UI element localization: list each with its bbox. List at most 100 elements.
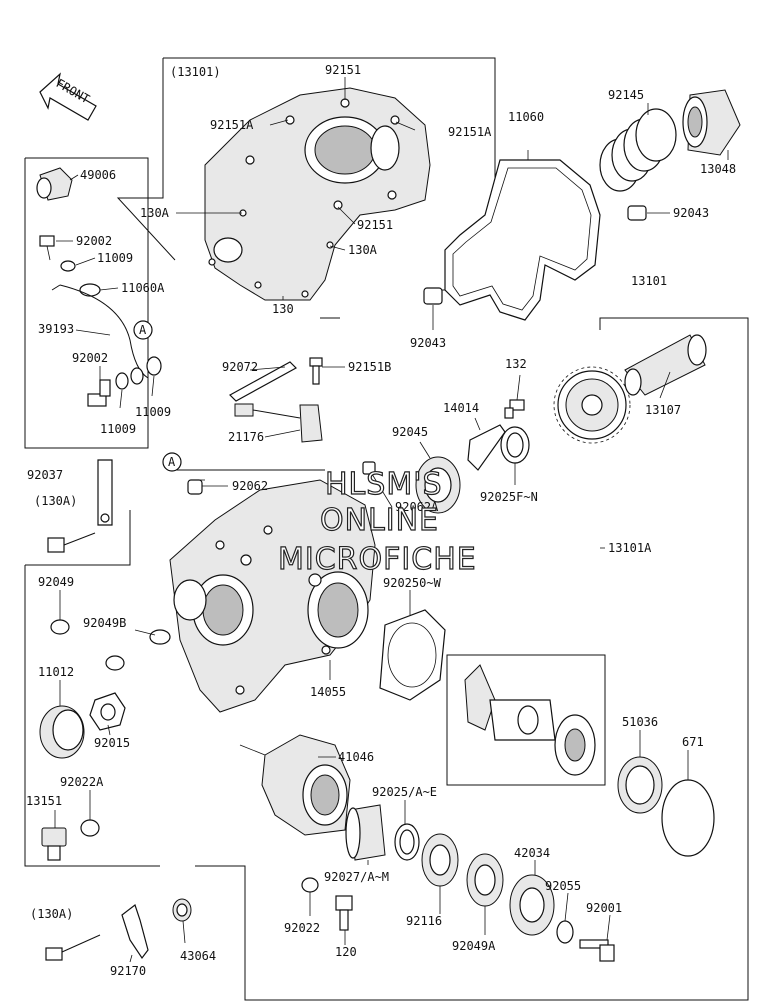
label-14014: 14014 <box>443 401 479 415</box>
dowel-92043-lower <box>423 287 443 305</box>
front-direction-arrow: FRONT <box>39 72 97 121</box>
label-92025AE: 92025/A~E <box>372 785 437 799</box>
washer-92049 <box>50 619 70 635</box>
washers-11009-lower <box>115 356 162 390</box>
leader-lines <box>54 77 729 963</box>
gear-13101 <box>553 366 631 444</box>
label-92025FN: 92025F~N <box>480 490 538 504</box>
label-92045: 92045 <box>392 425 428 439</box>
watermark-line-3: MICROFICHE <box>278 542 477 577</box>
label-92062: 92062 <box>232 479 268 493</box>
label-92170: 92170 <box>110 964 146 978</box>
label-92151B: 92151B <box>348 360 391 374</box>
plug-92062A <box>362 461 376 475</box>
label-92001: 92001 <box>586 901 622 915</box>
ref-a-label-upper: A <box>139 323 147 337</box>
label-11060A: 11060A <box>121 281 165 295</box>
seal-92025FN <box>500 426 530 464</box>
collar-92027AM <box>345 804 386 861</box>
washer-92022A <box>80 819 100 837</box>
label-42034: 42034 <box>514 846 550 860</box>
oring-671 <box>661 779 715 857</box>
label-41046: 41046 <box>338 750 374 764</box>
sensor-21176 <box>234 403 323 443</box>
gasket-11060 <box>444 159 601 321</box>
label-132: 132 <box>505 357 527 371</box>
plate-14014 <box>467 424 506 471</box>
label-49006: 49006 <box>80 168 116 182</box>
bearing-92116 <box>421 833 459 887</box>
washer-92049B <box>105 629 171 671</box>
label-92002-upper: 92002 <box>76 234 112 248</box>
label-92043-upper: 92043 <box>673 206 709 220</box>
label-11060: 11060 <box>508 110 544 124</box>
bearing-92049A <box>466 853 504 907</box>
label-92027AM: 92027/A~M <box>324 870 389 884</box>
gear-case-14055 <box>169 479 376 713</box>
label-11009-lower-a: 11009 <box>135 405 171 419</box>
label-13101-group: (13101) <box>170 65 221 79</box>
watermark-line-1: HLSM'S <box>325 467 443 502</box>
cap-43064 <box>172 898 192 922</box>
housing-41046 <box>261 734 351 836</box>
bolt-120 <box>335 895 353 931</box>
label-13101A: 13101A <box>608 541 652 555</box>
clamp-92170 <box>121 904 149 960</box>
group-frames <box>24 57 749 1001</box>
label-130A-right: 130A <box>348 243 378 257</box>
bolt-130A-low <box>45 934 101 961</box>
oil-seal-92045 <box>415 456 461 514</box>
bolt-92002-lower <box>87 379 111 407</box>
part-labels: (13101) 92151 92151A 92151A 130A 92151 1… <box>26 63 736 978</box>
ref-circle-a-lower: A <box>162 452 182 472</box>
label-671: 671 <box>682 735 704 749</box>
seal-51036 <box>617 756 663 814</box>
dowel-92043-upper <box>627 205 647 221</box>
switch-13151 <box>41 827 67 861</box>
label-11009-lower-b: 11009 <box>100 422 136 436</box>
label-92002-lower: 92002 <box>72 351 108 365</box>
gasket-11060A <box>79 283 101 297</box>
band-92072 <box>229 361 297 402</box>
oring-92055 <box>556 920 574 944</box>
label-11012: 11012 <box>38 665 74 679</box>
label-43064: 43064 <box>180 949 216 963</box>
label-130: 130 <box>272 302 294 316</box>
watermark: HLSM'S ONLINE MICROFICHE <box>277 466 477 577</box>
label-92062A: 92062A <box>395 500 439 514</box>
pinion-13107 <box>624 334 707 396</box>
label-13107: 13107 <box>645 403 681 417</box>
label-92049: 92049 <box>38 575 74 589</box>
cap-49006 <box>36 167 73 201</box>
label-130A-mid: (130A) <box>34 494 77 508</box>
bolt-92002-upper <box>39 235 55 261</box>
label-92151A-left: 92151A <box>210 118 254 132</box>
label-14055: 14055 <box>310 685 346 699</box>
shim-92025AE <box>394 823 420 861</box>
sleeve-13048 <box>682 89 741 156</box>
label-92037: 92037 <box>27 468 63 482</box>
label-92145: 92145 <box>608 88 644 102</box>
label-92151A-right: 92151A <box>448 125 492 139</box>
label-92055: 92055 <box>545 879 581 893</box>
ref-circle-a-upper: A <box>133 320 153 340</box>
label-13101: 13101 <box>631 274 667 288</box>
label-920250W: 920250~W <box>383 576 442 590</box>
label-13151: 13151 <box>26 794 62 808</box>
label-11009-upper: 11009 <box>97 251 133 265</box>
spring-92145 <box>599 108 677 192</box>
washer-92022 <box>301 877 319 893</box>
label-92049A: 92049A <box>452 939 496 953</box>
gear-42034 <box>509 874 555 936</box>
bracket-92037 <box>97 459 113 526</box>
label-92022: 92022 <box>284 921 320 935</box>
washer-11009-upper <box>60 260 76 272</box>
cover-housing <box>204 87 431 301</box>
label-39193: 39193 <box>38 322 74 336</box>
label-21176: 21176 <box>228 430 264 444</box>
label-13048: 13048 <box>700 162 736 176</box>
label-120: 120 <box>335 945 357 959</box>
cap-11012 <box>39 705 85 759</box>
